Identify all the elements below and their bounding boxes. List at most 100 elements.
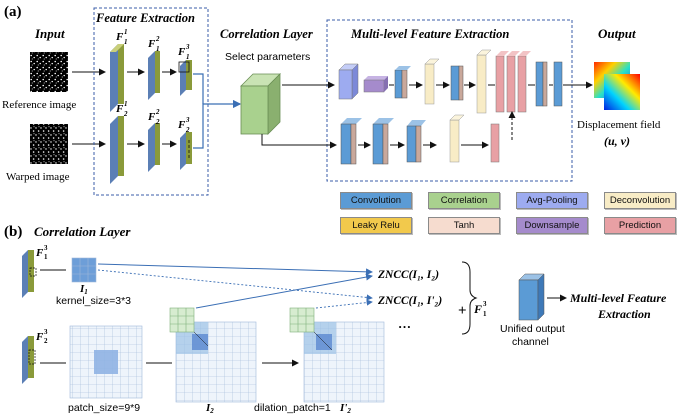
panel-b-title: Correlation Layer [34,224,131,239]
legend-leaky-relu: Leaky Relu [340,217,412,234]
mfe-bottom-prediction [490,123,500,163]
panel-b-label: (b) [4,224,22,240]
mfe-bottom-deconv [449,114,465,163]
feature-f1-3 [178,60,192,96]
svg-text:F: F [115,103,124,115]
multilevel-title: Multi-level Feature Extraction [350,27,509,41]
feature-f2-2 [148,123,160,172]
feature-f2-3 [180,132,192,170]
link-f13-to-corr [193,73,204,104]
feature-f1-2 [148,51,160,100]
mfe-top-deconv-1 [424,58,440,105]
mfe-top-deconv-2 [476,49,492,114]
reference-image-label: Reference image [2,99,76,111]
kernel-size-label: kernel_size=3*3 [56,295,131,307]
legend-avg-pooling: Avg-Pooling [516,192,588,209]
f23-sub: 2 [44,337,48,345]
svg-text:3: 3 [185,116,190,124]
warped-image [30,124,68,164]
legend-downsample: Downsample [516,217,588,234]
legend-prediction: Prediction [604,217,676,234]
legend-correlation: Correlation [428,192,500,209]
svg-text:F: F [147,111,156,123]
select-parameters: Select parameters [225,51,310,63]
i2prime-grid [289,307,385,403]
link-corr-to-bottom [261,134,337,149]
displacement-label: Displacement field [577,119,661,131]
mfe-top-avgpool [338,63,359,100]
feature-f1-1 [110,44,124,112]
patch-grid [69,325,143,399]
reference-image [30,52,68,92]
svg-text:1: 1 [186,53,190,61]
svg-text:F: F [177,46,186,58]
input-title: Input [34,26,65,41]
feature-f13-slab [22,250,37,298]
zncc-ellipsis: … [398,316,411,331]
svg-text:2: 2 [123,110,128,118]
zncc-brace [461,261,478,335]
output-title: Output [598,26,636,41]
mfe-label-2: Extraction [597,307,651,321]
f23-sup: 3 [44,328,48,336]
svg-text:F: F [147,38,156,50]
mfe-bottom-conv-2 [372,118,394,165]
kernel-i1 [71,257,97,283]
svg-text:2: 2 [155,35,160,43]
feature-f2-1 [110,116,124,184]
panel-a-label: (a) [4,4,22,20]
mfe-label-1: Multi-level Feature [569,291,667,305]
multilevel-box [326,19,573,182]
f13-label: F [35,247,44,259]
arrow-i1-zncc2 [97,269,373,301]
mfe-top-prediction [495,51,531,113]
svg-text:1: 1 [124,28,128,36]
i1-label: I1 [79,283,88,296]
dilation-label: dilation_patch=1 [254,402,331,414]
i2-grid [169,307,257,403]
uv-label: (u, v) [604,134,630,148]
correlation-title: Correlation Layer [220,27,313,41]
feature-f23-slab [22,336,36,384]
warped-image-label: Warped image [6,171,70,183]
mfe-top-conv-2 [450,65,464,101]
i2-label: I2 [205,402,214,415]
zncc-2: ZNCC(I₁, I'₂) [377,295,442,307]
svg-text:1: 1 [156,45,160,53]
svg-text:F: F [115,31,124,43]
f23-label: F [35,331,44,343]
legend-deconvolution: Deconvolution [604,192,676,209]
svg-text:3: 3 [185,43,190,51]
svg-text:2: 2 [185,126,190,134]
legend-tanh: Tanh [428,217,500,234]
arrow-i2p-zncc2 [315,299,373,309]
i2prime-label: I'2 [339,402,351,415]
arrow-i2-zncc1 [195,273,373,309]
feature-extraction-title: Feature Extraction [95,11,195,25]
unified-output-block [518,273,545,321]
unified-label-2: channel [512,336,549,348]
arrow-i1-zncc1 [97,263,373,276]
svg-text:2: 2 [155,108,160,116]
mfe-bottom-conv-1 [340,118,362,165]
mfe-top-conv-3 [535,61,548,107]
f13-sub: 1 [44,253,48,261]
displacement-map-v [604,74,640,110]
mfe-bottom-conv-3 [406,120,426,163]
f13-plus-sup: 3 [483,300,487,308]
mfe-top-conv-1 [394,66,411,99]
patch-size-label: patch_size=9*9 [68,402,140,414]
f13-plus-label: F [473,302,482,316]
svg-text:1: 1 [124,38,128,46]
legend-convolution: Convolution [340,192,412,209]
zncc-1: ZNCC(I₁, I₂) [377,269,439,281]
mfe-top-output-conv [553,61,563,107]
link-f23-to-corr [193,99,242,149]
feature-extraction-box [93,7,209,196]
svg-text:F: F [177,119,186,131]
f13-sup: 3 [44,244,48,252]
f13-plus-sub: 1 [483,310,487,318]
